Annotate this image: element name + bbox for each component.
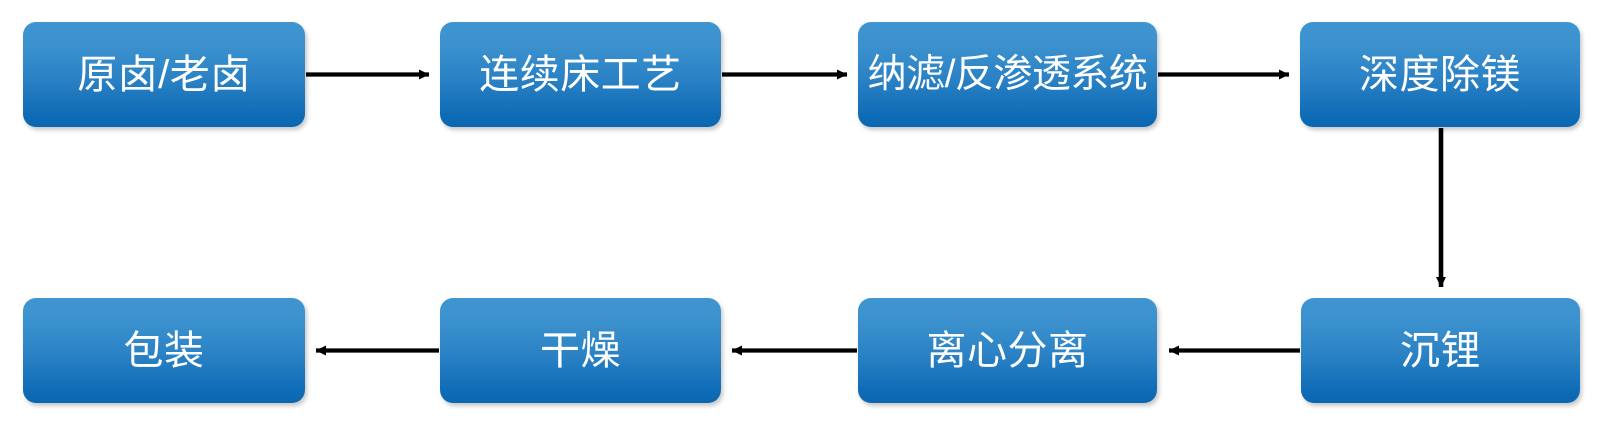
process-node-packaging[interactable]: 包装 bbox=[23, 298, 305, 403]
process-node-nanofiltration-ro[interactable]: 纳滤/反渗透系统 bbox=[858, 22, 1157, 127]
process-node-continuous-bed[interactable]: 连续床工艺 bbox=[440, 22, 721, 127]
node-label: 沉锂 bbox=[1400, 328, 1481, 373]
process-node-drying[interactable]: 干燥 bbox=[440, 298, 721, 403]
process-node-centrifugal-separation[interactable]: 离心分离 bbox=[858, 298, 1157, 403]
node-label: 深度除镁 bbox=[1359, 52, 1521, 97]
node-label: 包装 bbox=[123, 328, 205, 373]
node-label: 连续床工艺 bbox=[479, 52, 682, 97]
process-node-raw-brine[interactable]: 原卤/老卤 bbox=[23, 22, 305, 127]
node-label: 纳滤/反渗透系统 bbox=[867, 53, 1148, 96]
node-label: 离心分离 bbox=[926, 328, 1089, 373]
node-label: 干燥 bbox=[540, 328, 621, 373]
node-label: 原卤/老卤 bbox=[77, 52, 251, 97]
process-node-lithium-precipitation[interactable]: 沉锂 bbox=[1301, 298, 1580, 403]
process-node-deep-mg-removal[interactable]: 深度除镁 bbox=[1300, 22, 1580, 127]
